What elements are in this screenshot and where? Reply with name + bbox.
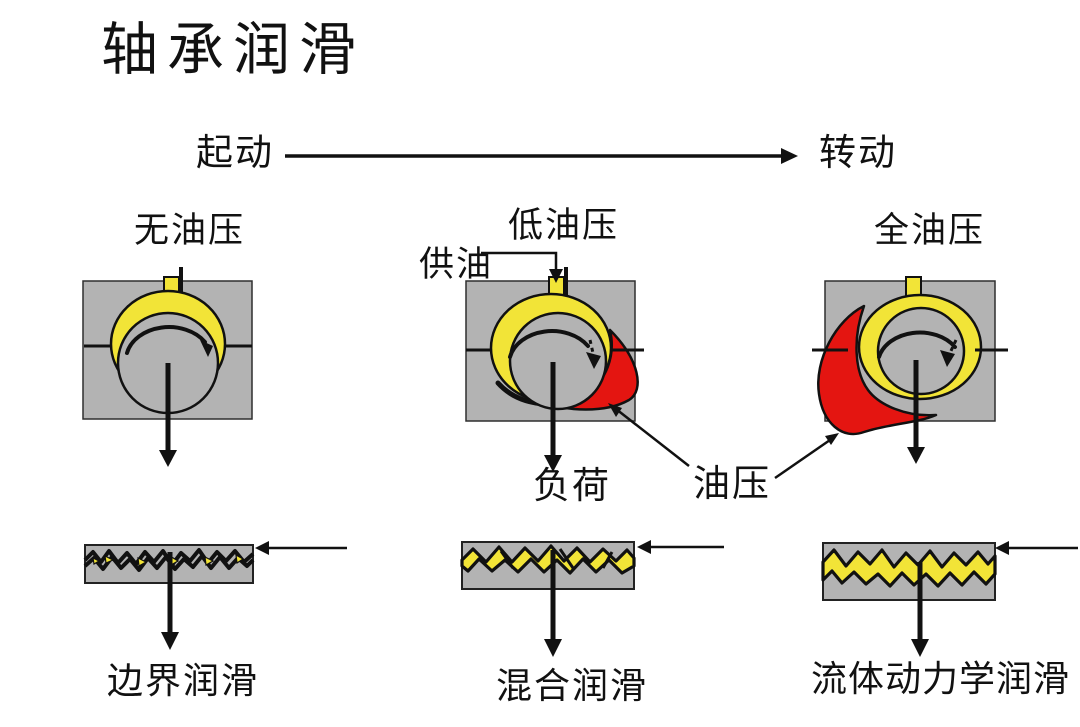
condition-label-full-pressure: 全油压 <box>874 211 986 251</box>
contact-strip-mixed <box>460 540 724 657</box>
rotation-arrowhead-icon <box>586 352 601 369</box>
timeline-arrow <box>285 148 798 164</box>
timeline-start-label: 起动 <box>196 131 274 174</box>
oil-film-patches <box>460 544 636 575</box>
rotation-arrowhead-icon <box>200 340 213 357</box>
arrowhead-upleft-icon <box>608 403 622 417</box>
bearing-no-pressure <box>82 267 253 467</box>
oil-film-band <box>821 548 997 588</box>
rotation-arrowhead-icon <box>940 350 955 367</box>
load-arrow <box>544 550 562 657</box>
arrowhead-left-icon <box>637 540 651 554</box>
shaft <box>876 306 966 396</box>
arrowhead-right-icon <box>781 148 798 164</box>
arrowhead-upright-icon <box>825 433 839 445</box>
oil-pressure-pointer-left <box>608 403 690 467</box>
regime-label-mixed: 混合润滑 <box>496 666 649 707</box>
load-arrow <box>161 552 179 650</box>
load-label: 负荷 <box>533 464 611 507</box>
oil-supply-connector <box>481 251 563 283</box>
slide-direction-arrow <box>637 540 724 554</box>
load-arrow <box>159 363 177 467</box>
rotation-arrow <box>508 329 601 369</box>
arrowhead-left-icon <box>255 541 269 555</box>
load-arrow <box>544 362 562 472</box>
oil-pressure-label: 油压 <box>693 462 771 505</box>
bearing-low-pressure <box>465 267 644 472</box>
page-title: 轴承润滑 <box>101 17 365 83</box>
asperity-contacts <box>499 548 614 569</box>
contact-strip-hydrodynamic <box>821 541 1078 657</box>
slide-direction-arrow <box>995 541 1078 555</box>
regime-label-hydrodynamic: 流体动力学润滑 <box>811 659 1071 700</box>
timeline-end-label: 转动 <box>819 131 897 174</box>
bearing-full-pressure <box>812 276 1008 464</box>
load-arrow <box>907 360 925 464</box>
shaft <box>508 311 608 411</box>
slide-direction-arrow <box>255 541 347 555</box>
rotation-arrow <box>125 325 213 357</box>
load-arrow <box>911 562 929 657</box>
arrowhead-down-icon <box>549 269 563 283</box>
rotation-arrow <box>877 330 958 367</box>
regime-label-boundary: 边界润滑 <box>107 661 260 702</box>
condition-label-no-pressure: 无油压 <box>134 211 246 251</box>
oil-pressure-wedge <box>817 304 938 436</box>
condition-label-low-pressure: 低油压 <box>508 206 620 246</box>
arrowhead-left-icon <box>995 541 1009 555</box>
oil-supply-label: 供油 <box>419 245 494 285</box>
oil-pressure-pointer-right <box>774 433 839 480</box>
contact-strip-boundary <box>83 541 347 650</box>
